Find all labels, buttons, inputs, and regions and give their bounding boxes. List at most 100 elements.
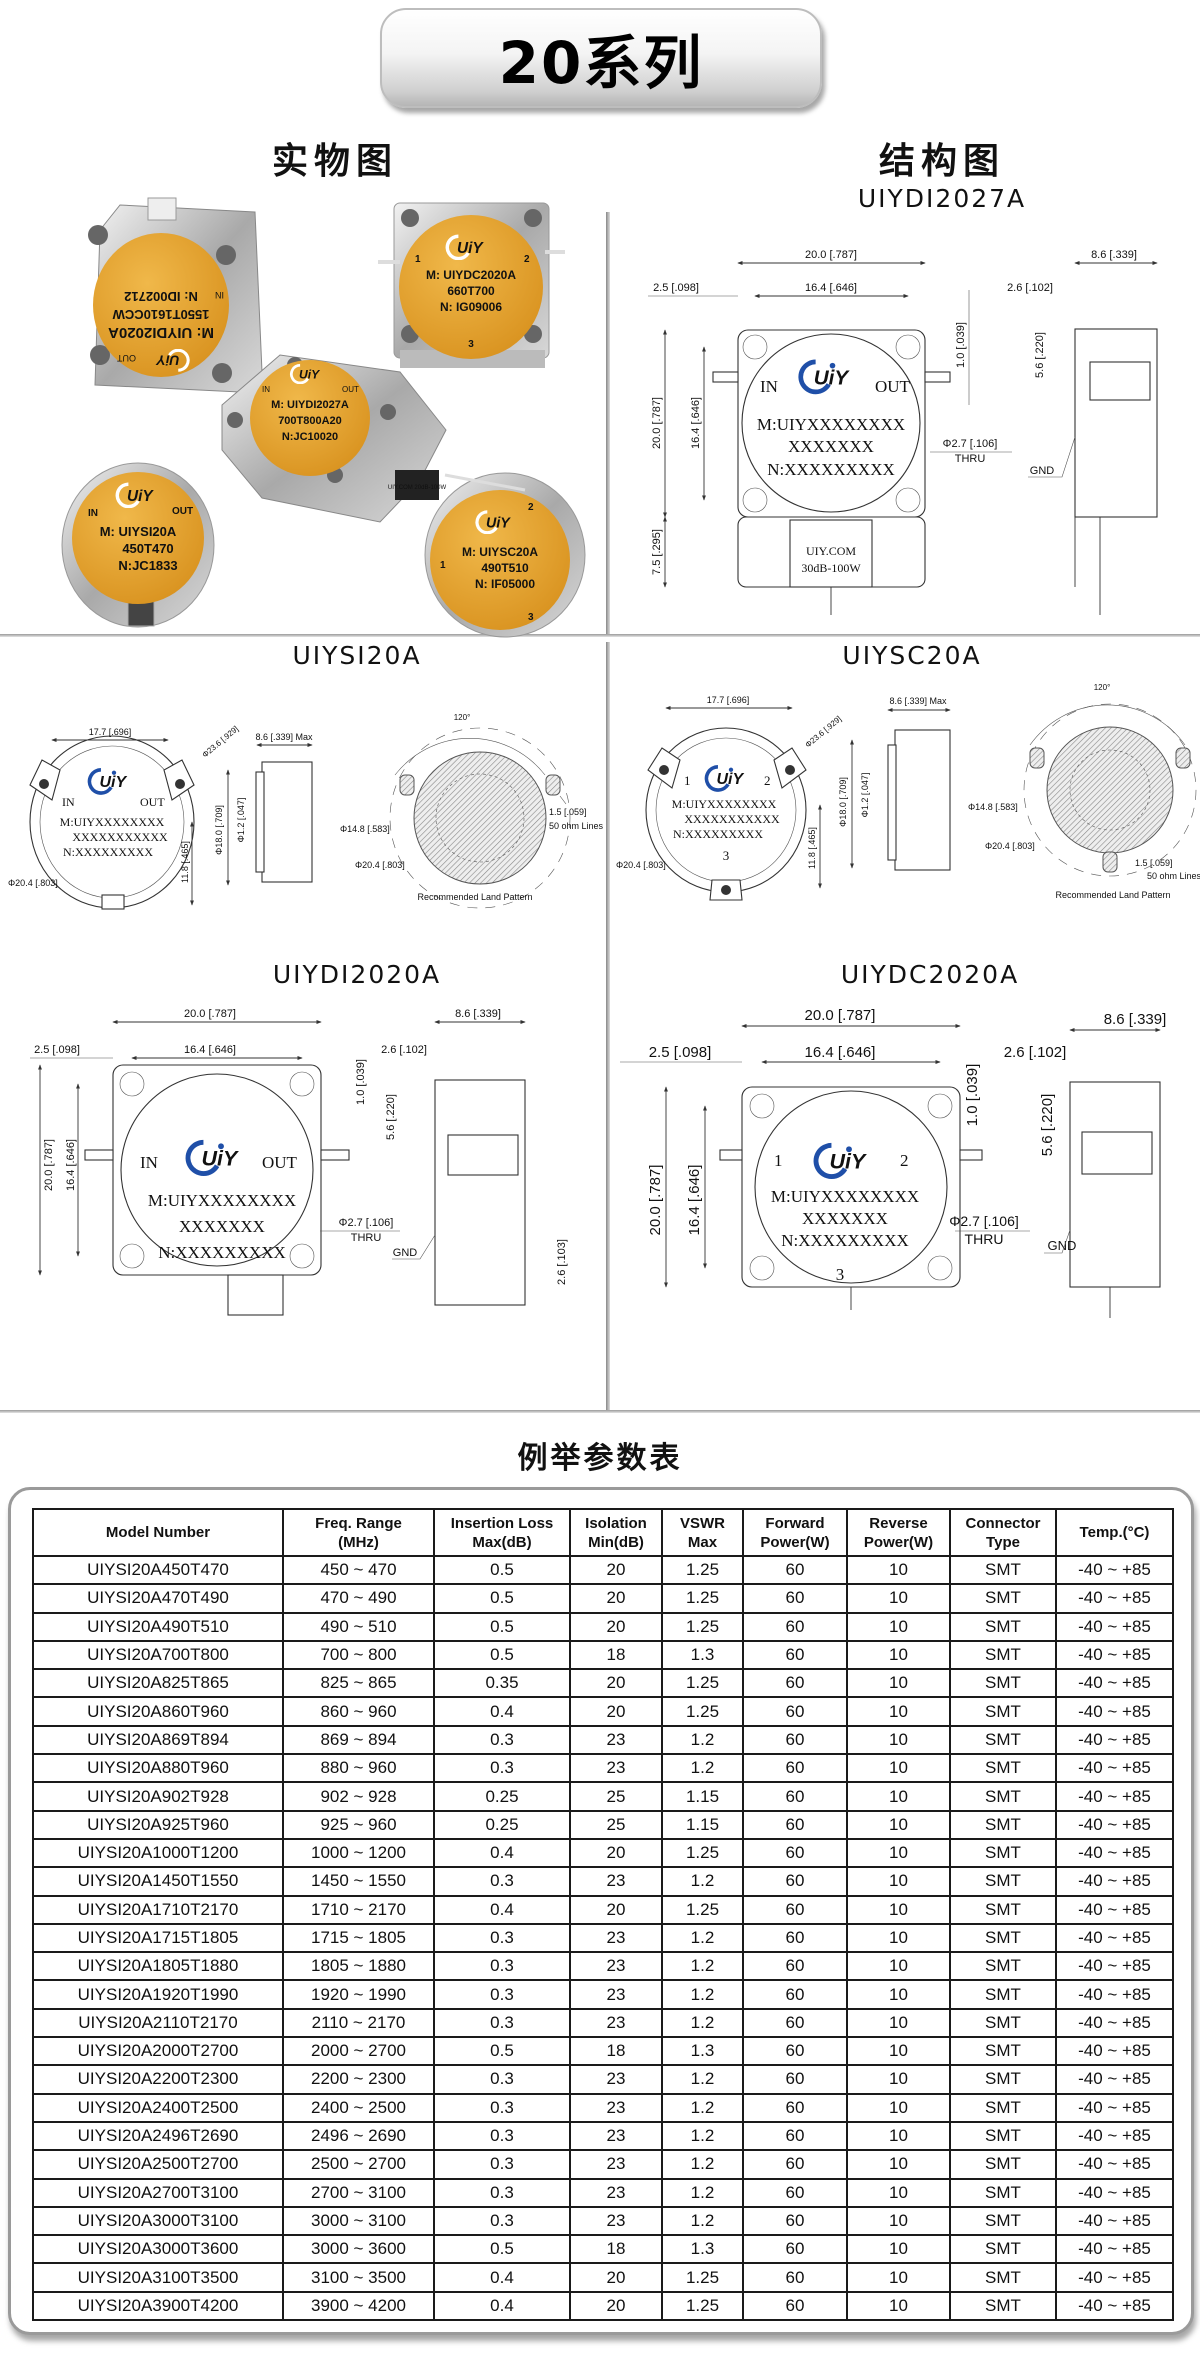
dim-line-impedance: 50 ohm Lines [549,821,604,831]
table-cell: 20 [569,1611,663,1642]
table-cell: UIYSI20A470T490 [32,1583,284,1614]
table-cell: 23 [569,1753,663,1784]
table-cell: 1.2 [661,2149,744,2180]
table-cell: -40 ~ +85 [1055,2036,1174,2067]
photo-label-model: M: UIYSC20A [462,545,538,559]
column-header-text: Power(W) [863,1533,934,1551]
table-cell: -40 ~ +85 [1055,2205,1174,2237]
photo-label-serial: N: IG09006 [440,300,502,314]
table-cell: -40 ~ +85 [1055,1781,1174,1812]
table-cell: 1.2 [661,1922,744,1954]
dim-thru: THRU [351,1232,382,1244]
table-cell: 470 ~ 490 [282,1583,435,1614]
table-cell: SMT [949,1583,1057,1614]
column-header-text: Power(W) [760,1533,830,1551]
table-cell: -40 ~ +85 [1055,1753,1174,1784]
photo-port-3: 3 [468,339,474,350]
table-cell: 1.2 [661,2177,744,2208]
table-cell: UIYSI20A925T960 [32,1809,284,1840]
photo-label-in: IN [262,385,270,394]
table-cell: 10 [846,2120,951,2152]
port-2-label: 2 [764,773,771,788]
table-cell: 60 [742,2007,848,2039]
table-cell: 20 [569,1583,663,1614]
marking-serial: N:XXXXXXXXX [158,1243,286,1262]
table-cell: -40 ~ +85 [1055,1866,1174,1897]
table-cell: 10 [846,1668,951,1699]
table-cell: 2000 ~ 2700 [282,2036,435,2067]
table-cell: 1.25 [661,1583,744,1614]
table-cell: UIYSI20A1805T1880 [32,1951,284,1982]
port-2-label: 2 [900,1151,909,1170]
photo-port-2: 2 [524,254,530,265]
table-cell: 60 [742,2234,848,2265]
table-cell: 20 [569,2290,663,2322]
table-cell: 1.25 [661,1894,744,1925]
table-cell: 1.25 [661,1554,744,1586]
table-cell: 10 [846,1554,951,1586]
port-in-label: IN [62,795,75,809]
table-cell: 23 [569,1922,663,1954]
table-cell: UIYSI20A1710T2170 [32,1894,284,1925]
table-cell: 10 [846,2092,951,2123]
table-cell: 23 [569,1979,663,2010]
photo-label-freq: 450T470 [122,541,173,556]
table-cell: SMT [949,1639,1057,1671]
table-cell: 2500 ~ 2700 [282,2149,435,2180]
table-cell: -40 ~ +85 [1055,1951,1174,1982]
table-cell: SMT [949,1922,1057,1954]
table-cell: 0.4 [433,2290,571,2322]
table-cell: 0.3 [433,1951,571,1982]
dim-depth: 8.6 [.339] Max [255,732,313,742]
table-cell: -40 ~ +85 [1055,1611,1174,1642]
table-cell: -40 ~ +85 [1055,1979,1174,2010]
params-section-title: 例举参数表 [517,1441,683,1476]
marking-serial: N:XXXXXXXXX [673,827,763,841]
photo-label-out: OUT [117,353,137,363]
table-cell: 25 [569,1809,663,1840]
table-cell: 25 [569,1781,663,1812]
table-cell: 0.4 [433,1894,571,1925]
table-cell: 10 [846,2234,951,2265]
table-cell: UIYSI20A2700T3100 [32,2177,284,2208]
dim-vertical-pitch: 16.4 [.646] [690,397,702,449]
table-cell: 18 [569,1639,663,1671]
table-cell: 60 [742,1753,848,1784]
table-cell: -40 ~ +85 [1055,2234,1174,2265]
table-cell: 1.2 [661,1753,744,1784]
drawing-uiysi20a: IN OUT M:UIYXXXXXXXX XXXXXXXXXXX N:XXXXX… [8,713,604,910]
dim-line-width: 1.5 [.059] [1135,858,1173,868]
table-cell: 825 ~ 865 [282,1668,435,1699]
dim-angle: 120° [454,713,471,722]
dim-pin: 1.0 [.039] [355,1059,367,1105]
dim-land-outer: Φ20.4 [.803] [985,841,1035,851]
dim-angle: 120° [1094,683,1111,692]
table-cell: -40 ~ +85 [1055,1894,1174,1925]
table-cell: 10 [846,1753,951,1784]
table-cell: -40 ~ +85 [1055,1668,1174,1699]
table-cell: SMT [949,1837,1057,1869]
table-cell: -40 ~ +85 [1055,1809,1174,1840]
table-cell: 1.2 [661,1951,744,1982]
dim-vertical-pitch: 16.4 [.646] [65,1139,77,1191]
marking-freq: XXXXXXX [179,1217,265,1236]
dim-width: 20.0 [.787] [805,1007,876,1024]
table-cell: SMT [949,2262,1057,2293]
load-label-2: 30dB-100W [801,561,861,575]
table-cell: 60 [742,1837,848,1869]
table-cell: SMT [949,1894,1057,1925]
dim-line-width: 1.5 [.059] [549,807,587,817]
dim-lug: Φ23.6 [.929] [201,724,241,759]
divider-horizontal-1 [0,634,1200,637]
series-banner: 20系列 [380,8,822,108]
